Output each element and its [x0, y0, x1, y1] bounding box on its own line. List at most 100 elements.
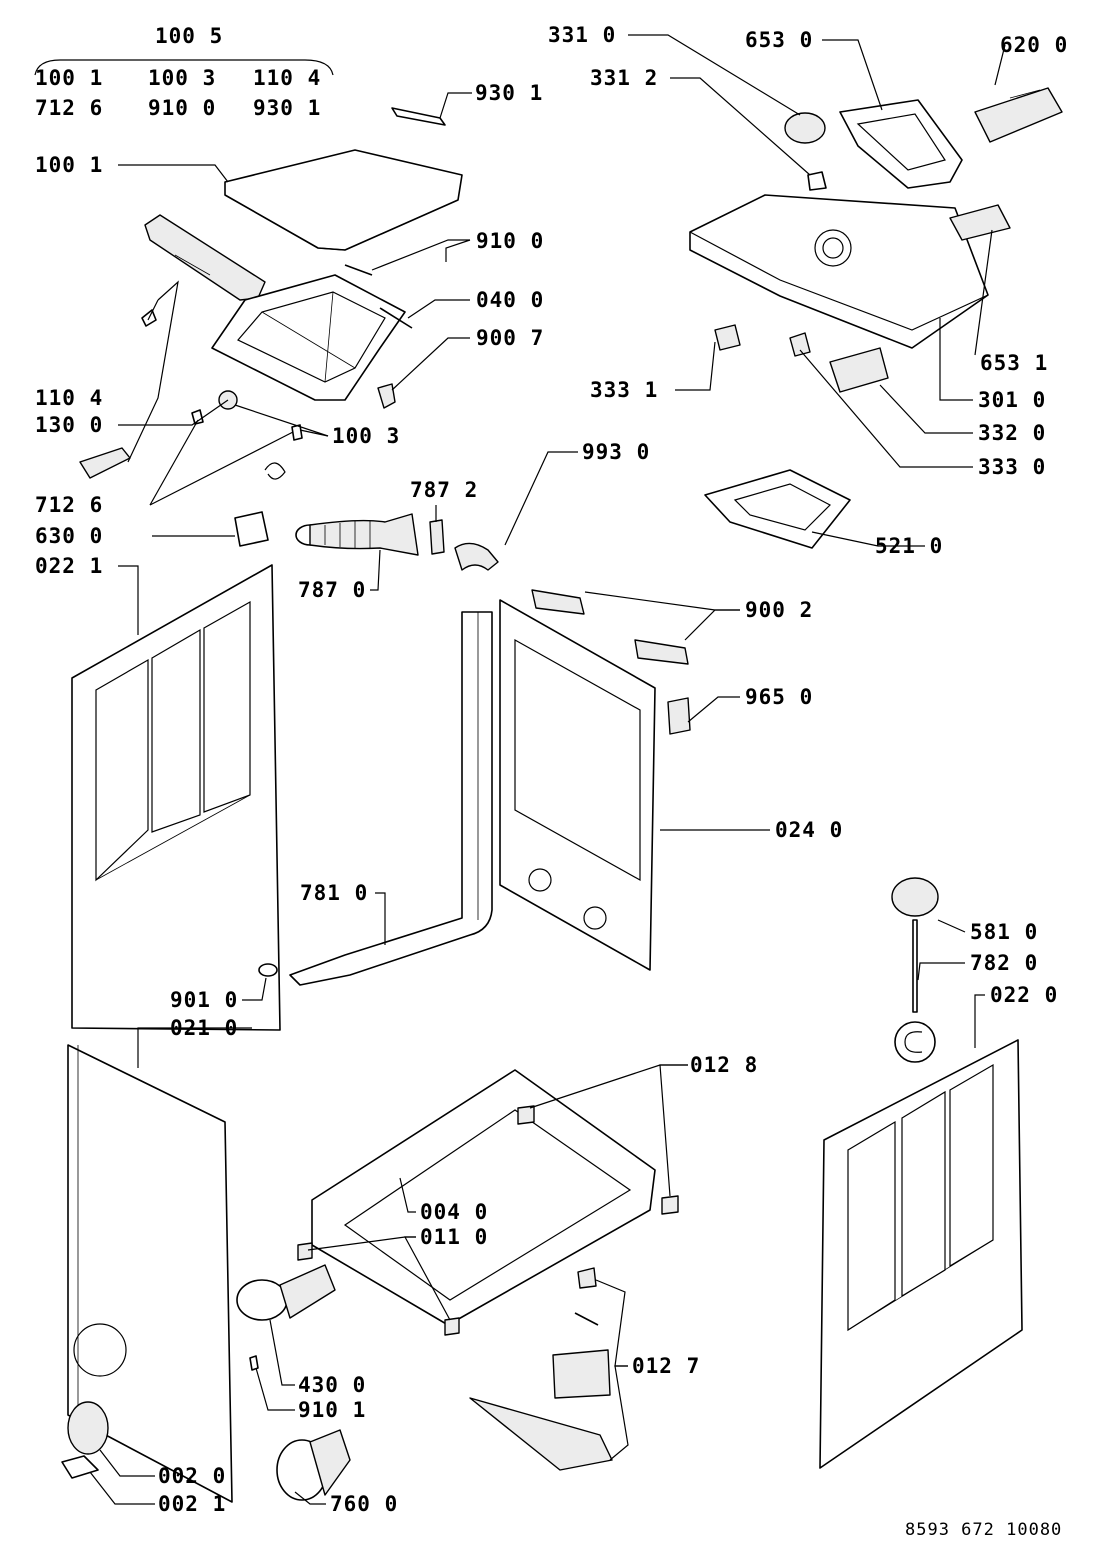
part-011-0-foot-a: [297, 1242, 313, 1261]
callout-787-2: 787 2: [410, 478, 478, 502]
part-430-0-pump: [236, 1264, 336, 1321]
part-110-4-slot: [174, 254, 211, 276]
part-022-1-left-panel: [71, 564, 281, 1031]
callout-782-0: 782 0: [970, 951, 1038, 975]
callout-130-0: 130 0: [35, 413, 103, 437]
part-930-1-strip: [391, 107, 446, 126]
callout-521-0: 521 0: [875, 534, 943, 558]
callout-331-0: 331 0: [548, 23, 616, 47]
part-012-8-foot-a: [517, 1105, 535, 1125]
callout-022-0: 022 0: [990, 983, 1058, 1007]
part-012-7-pin: [574, 1312, 599, 1326]
callout-620-0: 620 0: [1000, 33, 1068, 57]
part-012-7-cup: [552, 1349, 611, 1399]
part-021-0-front-panel: [67, 1044, 233, 1503]
callout-653-0: 653 0: [745, 28, 813, 52]
part-012-7-clip: [577, 1267, 597, 1289]
part-002-1-hinge: [61, 1455, 99, 1479]
group-member-2: 100 3: [148, 66, 216, 90]
part-spring: [264, 462, 286, 480]
part-332-0-buttons: [829, 347, 889, 393]
callout-787-0: 787 0: [298, 578, 366, 602]
callout-910-1: 910 1: [298, 1398, 366, 1422]
callout-011-0: 011 0: [420, 1225, 488, 1249]
callout-100-3: 100 3: [332, 424, 400, 448]
part-630-0-block: [234, 511, 269, 547]
callout-581-0: 581 0: [970, 920, 1038, 944]
part-024-0-rear-panel: [499, 599, 656, 971]
callout-781-0: 781 0: [300, 881, 368, 905]
part-781-0-hose: [289, 611, 493, 986]
part-993-0-elbow: [454, 542, 499, 571]
callout-910-0: 910 0: [476, 229, 544, 253]
part-782-0-tube: [912, 919, 918, 1013]
part-787-2-connector: [429, 519, 445, 555]
part-100-3-top-frame: [211, 274, 406, 401]
group-member-6: 930 1: [253, 96, 321, 120]
callout-965-0: 965 0: [745, 685, 813, 709]
callout-301-0: 301 0: [978, 388, 1046, 412]
part-910-0-rod: [344, 264, 373, 276]
part-301-0-control-panel: [689, 194, 989, 349]
group-brace: [34, 59, 334, 76]
part-012-8-foot-b: [661, 1195, 679, 1215]
callout-901-0: 901 0: [170, 988, 238, 1012]
part-900-2-bracket-b: [634, 639, 689, 665]
part-760-0-filter: [276, 1429, 351, 1501]
part-331-2-shaft: [807, 171, 827, 191]
part-022-0-right-panel: [819, 1039, 1023, 1469]
callout-430-0: 430 0: [298, 1373, 366, 1397]
callout-040-0: 040 0: [476, 288, 544, 312]
group-member-1: 100 1: [35, 66, 103, 90]
part-653-0-bracket: [839, 99, 963, 189]
part-900-7-clip: [377, 383, 396, 409]
part-c-ring: [894, 1021, 936, 1063]
group-code: 100 5: [155, 24, 223, 48]
callout-333-1: 333 1: [590, 378, 658, 402]
callout-012-8: 012 8: [690, 1053, 758, 1077]
part-110-4-front-trim: [144, 214, 266, 301]
parts-drawing: [61, 87, 1063, 1503]
callout-653-1: 653 1: [980, 351, 1048, 375]
callout-024-0: 024 0: [775, 818, 843, 842]
part-c-ring-mark: [904, 1031, 923, 1053]
callout-332-0: 332 0: [978, 421, 1046, 445]
part-712-6-pin-a: [191, 409, 204, 425]
group-header: 100 5 100 1 100 3 110 4 712 6 910 0 930 …: [34, 24, 334, 120]
callout-930-1: 930 1: [475, 81, 543, 105]
group-member-4: 712 6: [35, 96, 103, 120]
part-653-1-holder: [949, 204, 1011, 241]
callout-labels: 930 1 100 1 910 0 040 0 900 7 110 4 130 …: [35, 23, 1068, 1516]
part-333-0-lever: [789, 332, 811, 357]
part-040-0-rod: [379, 307, 413, 329]
callout-331-2: 331 2: [590, 66, 658, 90]
part-620-0-pcb: [974, 87, 1063, 143]
part-333-1-lever: [714, 324, 741, 351]
part-910-1-screw: [249, 1355, 259, 1371]
callout-012-7: 012 7: [632, 1354, 700, 1378]
callout-002-1: 002 1: [158, 1492, 226, 1516]
callout-333-0: 333 0: [978, 455, 1046, 479]
part-965-0-filter: [667, 697, 691, 735]
group-member-3: 110 4: [253, 66, 321, 90]
callout-900-2: 900 2: [745, 598, 813, 622]
part-581-0-pressure-switch: [891, 877, 939, 917]
callout-900-7: 900 7: [476, 326, 544, 350]
callout-021-0: 021 0: [170, 1016, 238, 1040]
part-521-0-dispenser: [704, 469, 851, 549]
part-002-0-flap: [67, 1401, 109, 1455]
callout-712-6: 712 6: [35, 493, 103, 517]
leader-lines: [89, 34, 1006, 1505]
part-clip-left: [79, 447, 131, 479]
part-900-2-bracket-a: [531, 589, 585, 615]
part-331-0-knob: [784, 112, 826, 144]
callout-004-0: 004 0: [420, 1200, 488, 1224]
part-901-0-cap: [258, 963, 278, 977]
part-100-1-lid: [224, 149, 463, 251]
callout-022-1: 022 1: [35, 554, 103, 578]
part-787-0-bellows: [295, 513, 419, 556]
callout-100-1: 100 1: [35, 153, 103, 177]
part-011-0-foot-b: [444, 1317, 460, 1336]
callout-630-0: 630 0: [35, 524, 103, 548]
callout-110-4: 110 4: [35, 386, 103, 410]
